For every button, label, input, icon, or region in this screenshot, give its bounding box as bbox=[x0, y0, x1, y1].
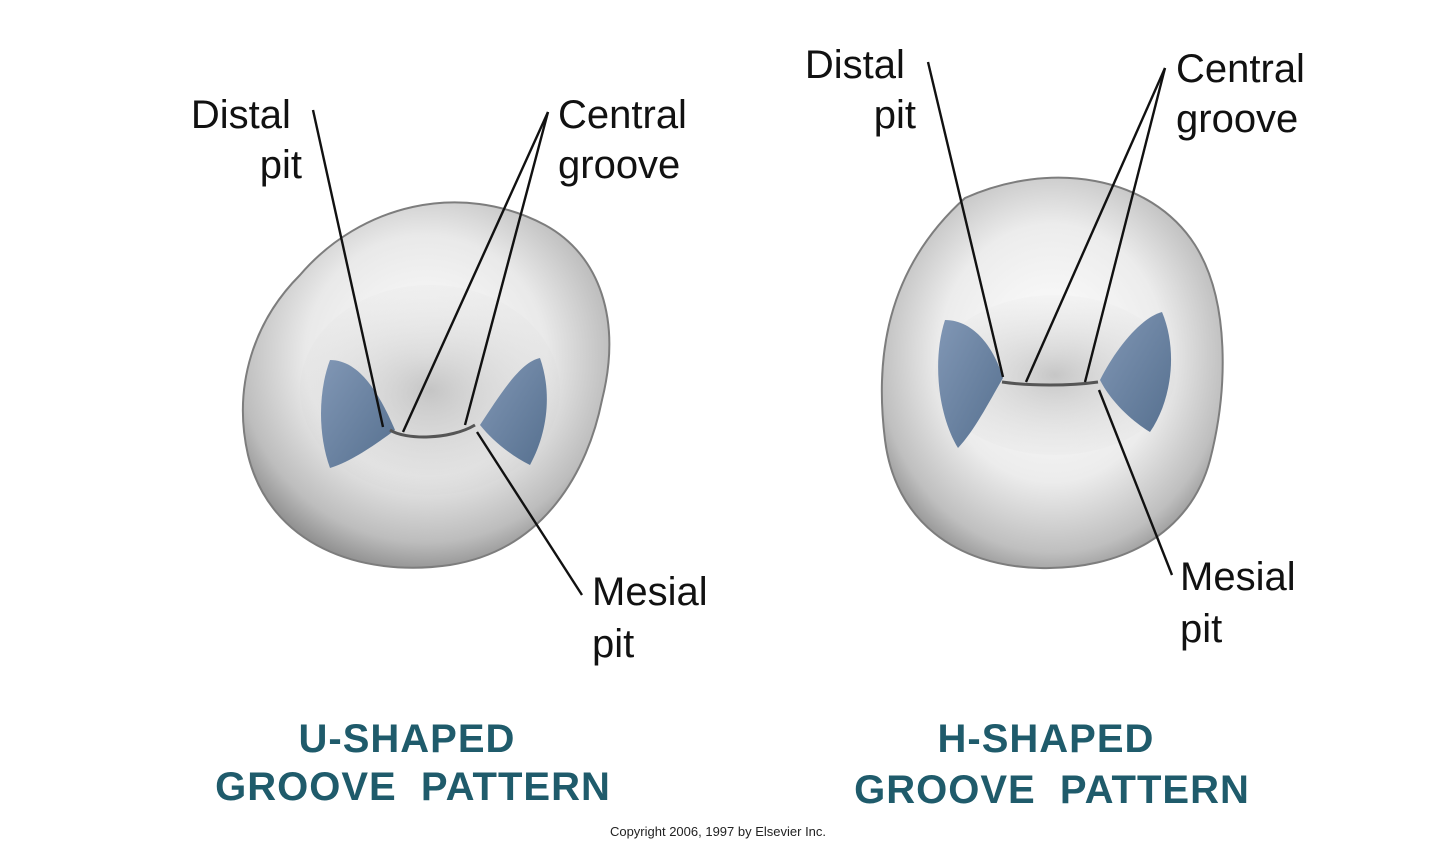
copyright-notice: Copyright 2006, 1997 by Elsevier Inc. bbox=[610, 824, 826, 839]
left-central-groove-label: Central groove bbox=[558, 93, 698, 187]
right-central-groove-label: Central groove bbox=[1176, 47, 1316, 141]
right-tooth-distal-pit-shade bbox=[938, 320, 1003, 448]
left-mesial-pit-leader bbox=[475, 431, 584, 596]
left-distal-pit-label: Distal pit bbox=[191, 93, 302, 187]
left-tooth-distal-pit-shade bbox=[321, 360, 395, 468]
right-distal-pit-leader bbox=[926, 61, 1005, 378]
left-tooth-u-groove bbox=[389, 423, 476, 439]
left-tooth-mesial-pit-shade bbox=[480, 358, 547, 465]
right-tooth-h-groove bbox=[1001, 380, 1099, 387]
left-central-groove-leader-2 bbox=[463, 111, 550, 426]
right-tooth-diagram: Distal pit Central groove Mesial pit H-S… bbox=[805, 43, 1316, 812]
left-central-groove-leader-1 bbox=[401, 111, 550, 433]
left-caption: U-SHAPED GROOVE PATTERN bbox=[215, 717, 611, 809]
right-tooth-fossa bbox=[935, 295, 1175, 455]
left-distal-pit-leader bbox=[311, 109, 385, 428]
right-central-groove-leader-2 bbox=[1083, 67, 1167, 383]
right-tooth-mesial-pit-shade bbox=[1100, 312, 1172, 432]
right-mesial-pit-leader bbox=[1097, 389, 1174, 576]
left-tooth-diagram: Distal pit Central groove Mesial pit U-S… bbox=[191, 93, 719, 809]
right-caption: H-SHAPED GROOVE PATTERN bbox=[854, 717, 1250, 812]
right-mesial-pit-label: Mesial pit bbox=[1180, 555, 1307, 651]
right-distal-pit-label: Distal pit bbox=[805, 43, 916, 137]
right-central-groove-leader-1 bbox=[1024, 67, 1167, 383]
left-mesial-pit-label: Mesial pit bbox=[592, 570, 719, 666]
